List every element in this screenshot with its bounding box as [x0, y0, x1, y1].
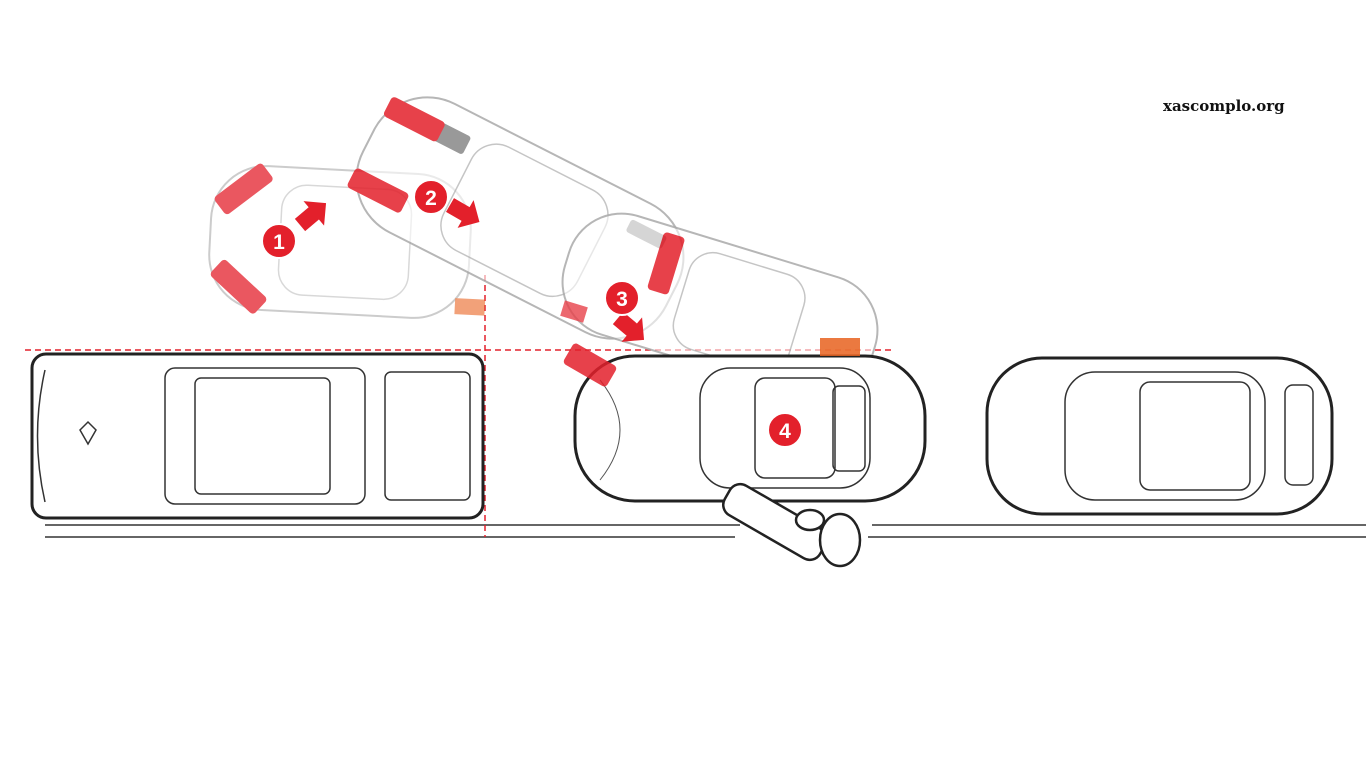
step-marker-3: 3 [604, 280, 640, 316]
svg-text:2: 2 [425, 187, 437, 210]
pedestrian-figure [722, 482, 862, 568]
svg-text:1: 1 [273, 231, 285, 254]
direction-arrow-3 [612, 311, 645, 342]
step-marker-2: 2 [413, 179, 449, 215]
svg-text:3: 3 [616, 288, 628, 311]
step-marker-4: 4 [767, 412, 803, 448]
direction-arrow-1 [294, 201, 327, 232]
step-marker-1: 1 [261, 223, 297, 259]
watermark: xascomplo.org [1163, 97, 1285, 115]
svg-text:4: 4 [779, 420, 791, 443]
parked-car-rear [985, 356, 1334, 516]
parked-truck-front [30, 352, 485, 520]
direction-arrow-2 [446, 198, 480, 228]
road-curb [45, 524, 1366, 538]
car-step-4-parked [563, 338, 927, 503]
